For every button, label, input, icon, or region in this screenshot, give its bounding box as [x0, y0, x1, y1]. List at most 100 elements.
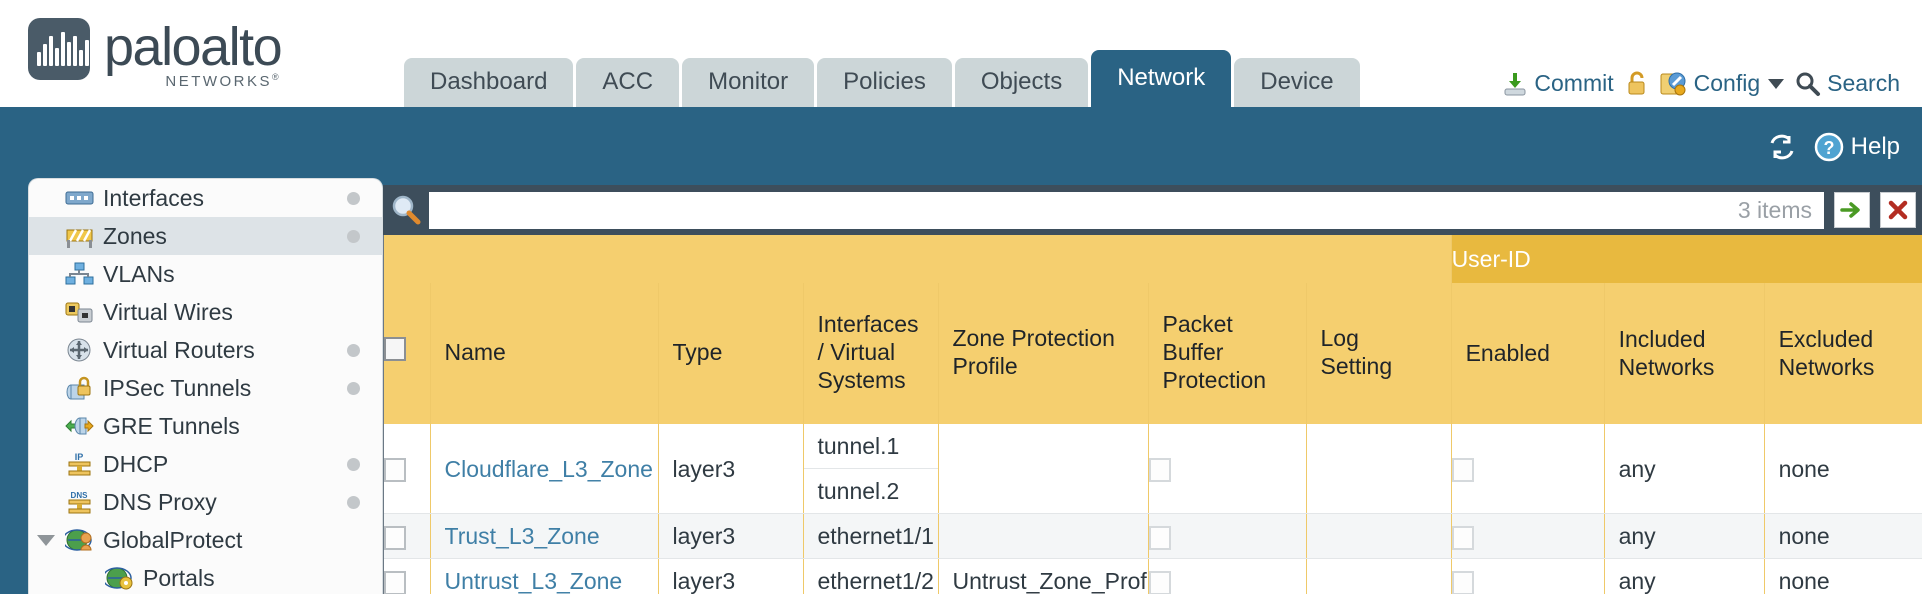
cell-type: layer3 [658, 558, 804, 594]
cell-userid-enabled[interactable] [1451, 558, 1605, 594]
column-header-type[interactable]: Type [658, 283, 804, 424]
dhcp-icon: IP [65, 452, 94, 477]
column-header-name[interactable]: Name [430, 283, 659, 424]
column-header-interfaces[interactable]: Interfaces / Virtual Systems [803, 283, 939, 424]
sidebar-item-label: Portals [143, 565, 215, 591]
sidebar-item-virtual-routers[interactable]: Virtual Routers [29, 331, 382, 369]
userid-enabled-checkbox[interactable] [1451, 458, 1474, 483]
cell-log-setting [1306, 558, 1452, 594]
cell-name[interactable]: Cloudflare_L3_Zone [430, 424, 659, 514]
cell-userid-enabled[interactable] [1451, 424, 1605, 514]
search-magnifier-icon [392, 195, 421, 225]
row-select-checkbox[interactable] [384, 525, 406, 550]
cell-included-networks: any [1604, 513, 1765, 559]
vlans-icon [65, 262, 94, 287]
refresh-icon[interactable] [1766, 132, 1798, 162]
interface-entry: ethernet1/2 [817, 568, 934, 594]
cell-userid-enabled[interactable] [1451, 513, 1605, 559]
column-header-packet-buffer-protection[interactable]: Packet Buffer Protection [1148, 283, 1307, 424]
gre-tunnels-icon [65, 414, 94, 439]
userid-enabled-checkbox[interactable] [1451, 570, 1474, 594]
dhcp-icon: IP [68, 452, 91, 475]
column-header-log-setting[interactable]: Log Setting [1306, 283, 1452, 424]
select-all-header[interactable] [384, 283, 431, 424]
expander-triangle-icon[interactable] [37, 535, 55, 546]
cell-packet-buffer-protection[interactable] [1148, 424, 1307, 514]
sidebar-item-label: GRE Tunnels [103, 413, 240, 439]
cell-zone-protection-profile [938, 513, 1149, 559]
zones-group-header-row: User-ID [384, 235, 1922, 283]
column-header-userid-enabled[interactable]: Enabled [1451, 283, 1605, 424]
interface-entry: tunnel.1 [803, 424, 938, 469]
tab-device[interactable]: Device [1234, 58, 1360, 107]
select-all-checkbox[interactable] [384, 337, 406, 362]
tab-network[interactable]: Network [1091, 50, 1232, 107]
userid-enabled-checkbox[interactable] [1451, 525, 1474, 550]
apply-filter-button[interactable] [1834, 192, 1870, 228]
tab-dashboard[interactable]: Dashboard [404, 58, 574, 107]
search-button[interactable]: Search [1795, 70, 1900, 97]
sidebar-item-label: DNS Proxy [103, 489, 217, 515]
clear-filter-button[interactable] [1880, 192, 1916, 228]
sidebar-item-globalprotect[interactable]: GlobalProtect [29, 521, 382, 559]
sidebar-item-label: DHCP [103, 451, 169, 477]
config-menu[interactable]: Config [1660, 70, 1785, 97]
padlock-icon [1628, 71, 1645, 94]
portals-icon [102, 566, 133, 589]
search-input[interactable] [429, 193, 1738, 227]
virtual-routers-icon [65, 338, 94, 363]
zone-name-link[interactable]: Untrust_L3_Zone [444, 568, 623, 594]
tab-acc[interactable]: ACC [576, 58, 680, 107]
packet-buffer-protection-checkbox[interactable] [1148, 525, 1171, 550]
column-header-zone-protection-profile[interactable]: Zone Protection Profile [938, 283, 1149, 424]
cell-log-setting [1306, 424, 1452, 514]
sidebar-item-interfaces[interactable]: Interfaces [29, 179, 382, 217]
sidebar-item-label: Interfaces [103, 185, 204, 211]
tab-policies[interactable]: Policies [817, 58, 952, 107]
row-select-cell[interactable] [384, 513, 431, 559]
tab-objects[interactable]: Objects [954, 58, 1089, 107]
packet-buffer-protection-checkbox[interactable] [1148, 458, 1171, 483]
sidebar-item-dns-proxy[interactable]: DNS DNS Proxy [29, 483, 382, 521]
column-header-excluded-networks[interactable]: Excluded Networks [1764, 283, 1922, 424]
sidebar-item-label: GlobalProtect [103, 527, 243, 553]
sidebar-item-vlans[interactable]: VLANs [29, 255, 382, 293]
commit-button[interactable]: Commit [1502, 70, 1614, 97]
cell-name[interactable]: Trust_L3_Zone [430, 513, 659, 559]
packet-buffer-protection-checkbox[interactable] [1148, 570, 1171, 594]
sidebar-status-dot [347, 344, 360, 357]
sidebar-item-dhcp[interactable]: IP DHCP [29, 445, 382, 483]
search-label: Search [1827, 70, 1900, 96]
row-select-cell[interactable] [384, 424, 431, 514]
row-select-cell[interactable] [384, 558, 431, 594]
cell-packet-buffer-protection[interactable] [1148, 513, 1307, 559]
help-button[interactable]: ? Help [1814, 132, 1900, 162]
cell-name[interactable]: Untrust_L3_Zone [430, 558, 659, 594]
help-label: Help [1850, 133, 1900, 160]
row-select-checkbox[interactable] [384, 570, 406, 594]
row-select-checkbox[interactable] [384, 458, 406, 483]
sidebar-item-virtual-wires[interactable]: Virtual Wires [29, 293, 382, 331]
sidebar-item-zones[interactable]: Zones [29, 217, 382, 255]
sidebar-item-gre-tunnels[interactable]: GRE Tunnels [29, 407, 382, 445]
sidebar-item-portals[interactable]: Portals [29, 559, 382, 594]
tab-monitor[interactable]: Monitor [682, 58, 815, 107]
cell-interfaces: ethernet1/1 [803, 513, 939, 559]
cell-packet-buffer-protection[interactable] [1148, 558, 1307, 594]
sidebar-item-ipsec-tunnels[interactable]: IPSec Tunnels [29, 369, 382, 407]
dns-proxy-icon: DNS [65, 490, 94, 515]
zone-name-link[interactable]: Trust_L3_Zone [444, 523, 600, 549]
commit-download-icon [1504, 72, 1526, 95]
column-header-included-networks[interactable]: Included Networks [1604, 283, 1765, 424]
sidebar-status-dot [347, 458, 360, 471]
cell-included-networks: any [1604, 424, 1765, 514]
zone-name-link[interactable]: Cloudflare_L3_Zone [444, 455, 653, 482]
interface-entry: tunnel.2 [817, 478, 900, 504]
cell-type: layer3 [658, 424, 804, 514]
lock-button[interactable] [1625, 71, 1649, 97]
